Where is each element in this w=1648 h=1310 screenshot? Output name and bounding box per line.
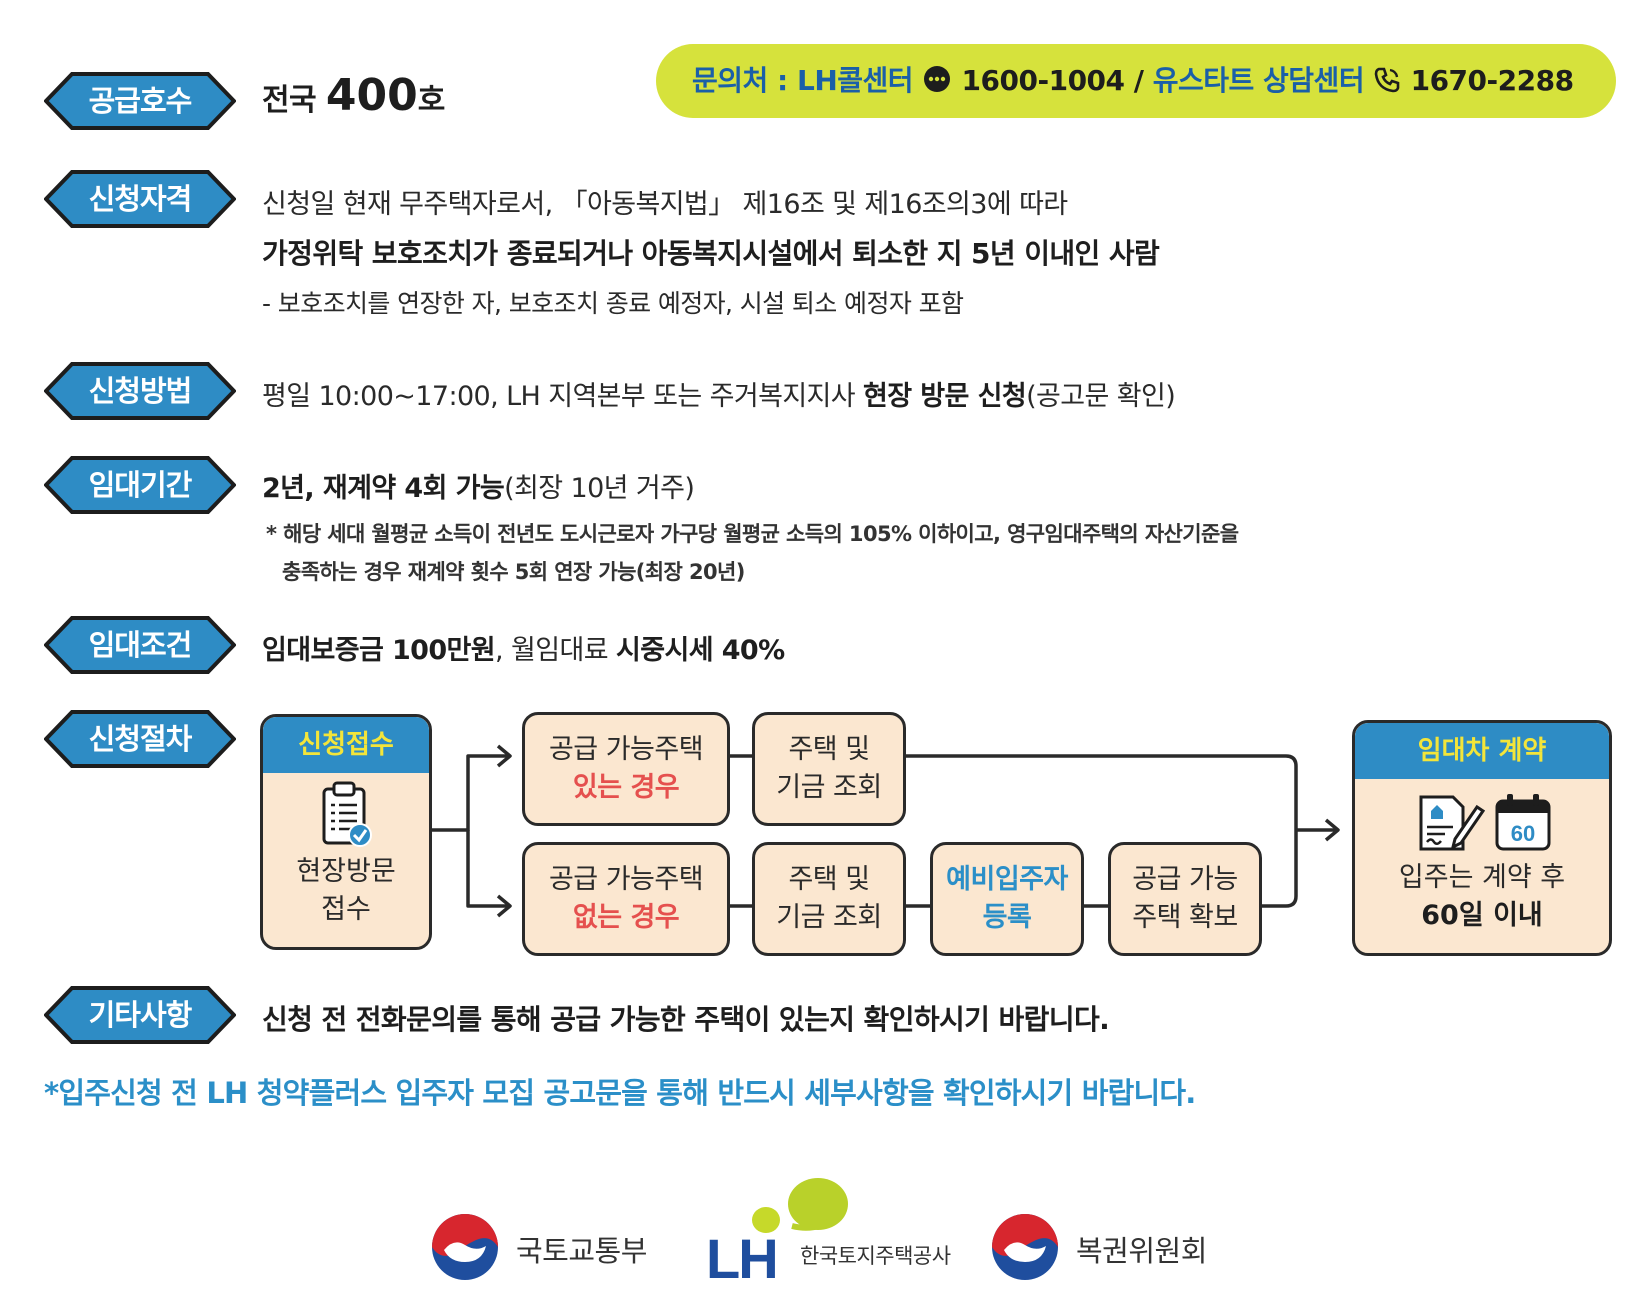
calendar-badge: 60 [1511,821,1535,846]
step-contract-line-2: 60일 이내 [1421,900,1543,931]
tag-period: 임대기간 [44,456,236,514]
tag-procedure-label: 신청절차 [88,722,193,756]
contact-phone-1[interactable]: 1600-1004 [961,64,1125,97]
step-receipt-head: 신청접수 [263,717,429,773]
step-receipt-line-1: 현장방문 [296,856,396,887]
period-bold: 2년, 재계약 4회 가능 [262,473,505,504]
tag-supply: 공급호수 [44,72,236,130]
tag-shape [44,456,236,514]
tag-method-label: 신청방법 [88,374,193,408]
calendar-icon: 60 [1495,794,1551,851]
period-note-1: * 해당 세대 월평균 소득이 전년도 도시근로자 가구당 월평균 소득의 10… [266,522,1239,546]
lh-logo: LH [706,1174,876,1290]
terms-deposit: 임대보증금 100만원 [262,635,496,666]
tag-shape [44,710,236,768]
step-top-case-line-1: 공급 가능주택 [548,734,704,765]
supply-text: 전국 400호 [262,70,445,121]
step-secure: 공급 가능 주택 확보 [1108,842,1262,956]
tag-period-label: 임대기간 [88,468,193,502]
terms-rent: 시중시세 40% [615,635,785,666]
tag-shape [44,616,236,674]
method-main: 평일 10:00~17:00, LH 지역본부 또는 주거복지지사 [262,381,864,412]
step-secure-line-1: 공급 가능 [1132,864,1238,895]
contract-document-icon [1419,795,1485,851]
terms-mid: , 월임대료 [495,635,616,666]
step-bottom-case-line-1: 공급 가능주택 [548,864,704,895]
tag-shape [44,72,236,130]
contact-label-2: 유스타트 상담센터 [1152,64,1365,97]
chat-phone-icon [922,48,952,122]
other-text: 신청 전 전화문의를 통해 공급 가능한 주택이 있는지 확인하시기 바랍니다. [262,1003,1110,1036]
method-bold: 현장 방문 신청 [863,381,1027,412]
clipboard-check-icon [263,779,429,853]
contact-separator: / [1133,64,1153,97]
supply-count: 400 [325,70,418,121]
step-bottom-check-line-2: 기금 조회 [776,902,882,933]
lh-name: 한국토지주택공사 [800,1244,951,1268]
step-contract-head: 임대차 계약 [1355,723,1609,779]
step-receipt-body: 현장방문 접수 [263,853,429,929]
step-receipt: 신청접수 현장방문 접수 [260,714,432,950]
tag-supply-label: 공급호수 [88,84,193,118]
step-top-case-line-2: 있는 경우 [572,772,680,803]
tag-procedure: 신청절차 [44,710,236,768]
method-text: 평일 10:00~17:00, LH 지역본부 또는 주거복지지사 현장 방문 … [262,374,1176,413]
eligibility-line-3: - 보호조치를 연장한 자, 보호조치 종료 예정자, 시설 퇴소 예정자 포함 [262,289,964,318]
step-bottom-check-line-1: 주택 및 [788,864,870,895]
contact-phone-2[interactable]: 1670-2288 [1410,64,1574,97]
step-contract-line-1: 입주는 계약 후 [1398,862,1566,893]
step-bottom-case: 공급 가능주택 없는 경우 [522,842,730,956]
tag-terms-label: 임대조건 [88,628,193,662]
terms-text: 임대보증금 100만원, 월임대료 시중시세 40% [262,628,785,667]
tag-shape [44,362,236,420]
period-note-2: 충족하는 경우 재계약 횟수 5회 연장 가능(최장 20년) [282,560,745,584]
contact-banner: 문의처 : LH콜센터 1600-1004 / 유스타트 상담센터 1670-2… [656,44,1616,118]
step-receipt-line-2: 접수 [321,894,371,925]
step-reserve: 예비입주자 등록 [930,842,1084,956]
step-top-check-line-1: 주택 및 [788,734,870,765]
lh-mark: LH [706,1227,779,1290]
phone-icon [1373,48,1401,122]
step-bottom-check: 주택 및 기금 조회 [752,842,906,956]
step-contract-body: 입주는 계약 후 60일 이내 [1355,859,1609,935]
tag-shape [44,986,236,1044]
period-text: 2년, 재계약 4회 가능(최장 10년 거주) [262,466,695,505]
step-reserve-line-2: 등록 [982,902,1032,933]
footnote: *입주신청 전 LH 청약플러스 입주자 모집 공고문을 통해 반드시 세부사항… [44,1076,1196,1110]
step-top-case: 공급 가능주택 있는 경우 [522,712,730,826]
step-secure-line-2: 주택 확보 [1132,902,1238,933]
acrc-name: 복권위원회 [1076,1234,1207,1268]
contact-label: 문의처 : LH콜센터 [692,64,914,97]
eligibility-line-1: 신청일 현재 무주택자로서, 「아동복지법」 제16조 및 제16조의3에 따라 [262,189,1068,220]
tag-eligibility: 신청자격 [44,170,236,228]
step-reserve-line-1: 예비입주자 [946,864,1068,895]
method-tail: (공고문 확인) [1026,381,1176,412]
eligibility-line-2: 가정위탁 보호조치가 종료되거나 아동복지시설에서 퇴소한 지 5년 이내인 사… [262,237,1160,270]
supply-prefix: 전국 [262,83,326,118]
step-top-check: 주택 및 기금 조회 [752,712,906,826]
contract-icons: 60 [1355,787,1609,859]
tag-method: 신청방법 [44,362,236,420]
lh-leaf-icon [752,1178,848,1233]
step-contract: 임대차 계약 60 입주는 계약 후 60일 이내 [1352,720,1612,956]
acrc-emblem-icon [990,1212,1060,1286]
tag-other-label: 기타사항 [88,998,193,1032]
molit-emblem-icon [430,1212,500,1286]
supply-unit: 호 [417,83,446,118]
step-top-check-line-2: 기금 조회 [776,772,882,803]
period-tail: (최장 10년 거주) [504,473,695,504]
tag-terms: 임대조건 [44,616,236,674]
tag-shape [44,170,236,228]
tag-other: 기타사항 [44,986,236,1044]
step-bottom-case-line-2: 없는 경우 [572,902,680,933]
tag-eligibility-label: 신청자격 [88,182,193,216]
molit-name: 국토교통부 [516,1234,647,1268]
